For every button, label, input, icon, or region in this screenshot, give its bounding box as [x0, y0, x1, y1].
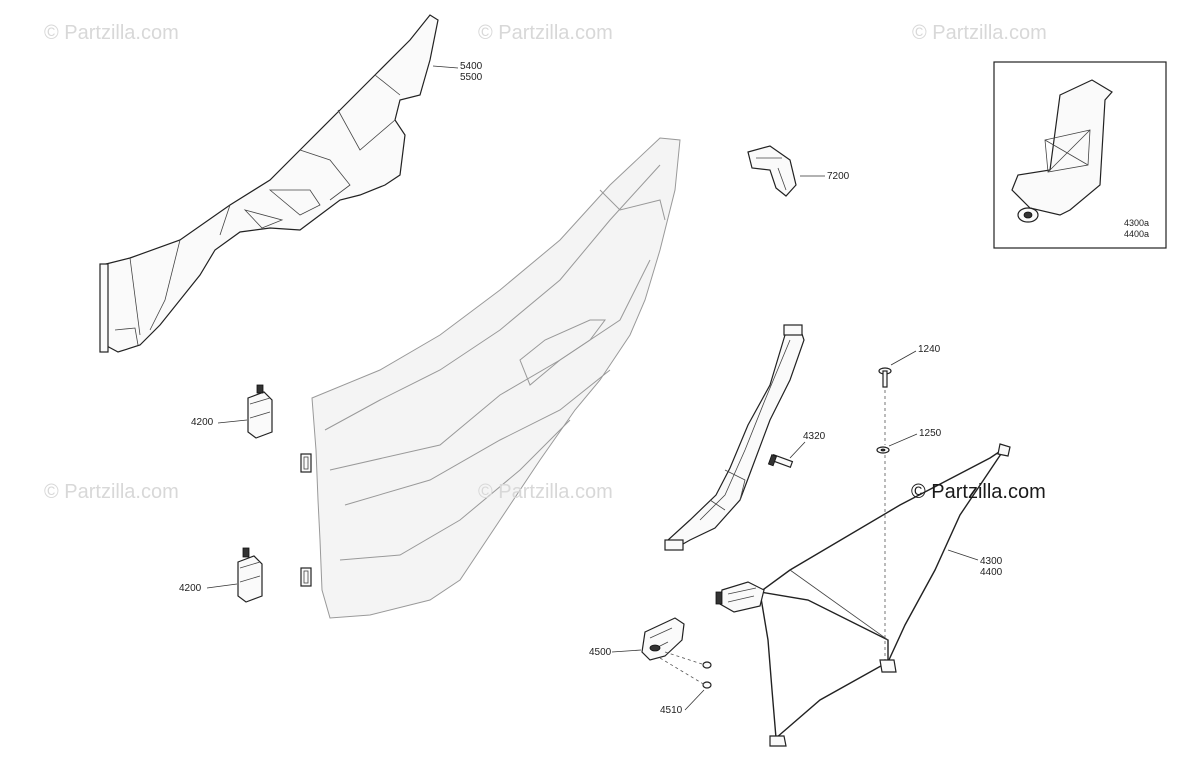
door-strap-4320[interactable]	[664, 324, 805, 551]
door-frame-panel[interactable]	[99, 14, 439, 353]
strap-pin	[767, 453, 794, 469]
callout-4320[interactable]: 4320	[803, 431, 826, 442]
leader-4200-bottom	[206, 583, 238, 589]
leader-1250	[888, 433, 918, 447]
watermark-mid-left: © Partzilla.com	[44, 481, 179, 503]
door-panel[interactable]	[311, 137, 681, 619]
bracket-4500[interactable]	[641, 617, 685, 661]
door-hinge-upper	[300, 453, 312, 473]
leader-4320	[789, 441, 806, 459]
callout-4400a[interactable]: 4400a	[1124, 229, 1150, 239]
leader-4500	[611, 649, 642, 653]
screw-4510-lower[interactable]	[702, 681, 712, 689]
watermark-mid-center: © Partzilla.com	[478, 481, 613, 503]
callout-1250[interactable]: 1250	[919, 428, 942, 439]
hinge-clip-bottom[interactable]	[237, 547, 263, 603]
leader-4510	[684, 689, 705, 711]
detail-inset	[993, 61, 1167, 249]
watermark-top-right: © Partzilla.com	[912, 22, 1047, 44]
callout-5500[interactable]: 5500	[460, 72, 483, 83]
watermark-top-left: © Partzilla.com	[44, 22, 179, 44]
callout-4500[interactable]: 4500	[589, 647, 612, 658]
leader-1240	[890, 350, 917, 366]
screw-1240[interactable]	[878, 367, 892, 388]
screw-4510-upper[interactable]	[702, 661, 712, 669]
door-clip-7200[interactable]	[747, 145, 797, 197]
callout-1240[interactable]: 1240	[918, 344, 941, 355]
hinge-clip-top[interactable]	[247, 384, 273, 439]
door-hinge-lower	[300, 567, 312, 587]
leader-4300	[947, 549, 979, 561]
callout-4300[interactable]: 4300	[980, 556, 1003, 567]
callout-4510[interactable]: 4510	[660, 705, 683, 716]
door-net-frame[interactable]	[759, 443, 1011, 747]
washer-1250[interactable]	[876, 446, 890, 454]
callout-4400[interactable]: 4400	[980, 567, 1003, 578]
strap-buckle	[715, 581, 765, 613]
callout-4200-bottom[interactable]: 4200	[179, 583, 202, 594]
watermark-top-center: © Partzilla.com	[478, 22, 613, 44]
callout-5400[interactable]: 5400	[460, 61, 483, 72]
callout-4300a[interactable]: 4300a	[1124, 218, 1150, 228]
leader-5400	[432, 65, 459, 69]
callout-4200-top[interactable]: 4200	[191, 417, 214, 428]
leader-4200-top	[217, 419, 248, 424]
callout-7200[interactable]: 7200	[827, 171, 850, 182]
watermark-main: © Partzilla.com	[911, 481, 1046, 503]
